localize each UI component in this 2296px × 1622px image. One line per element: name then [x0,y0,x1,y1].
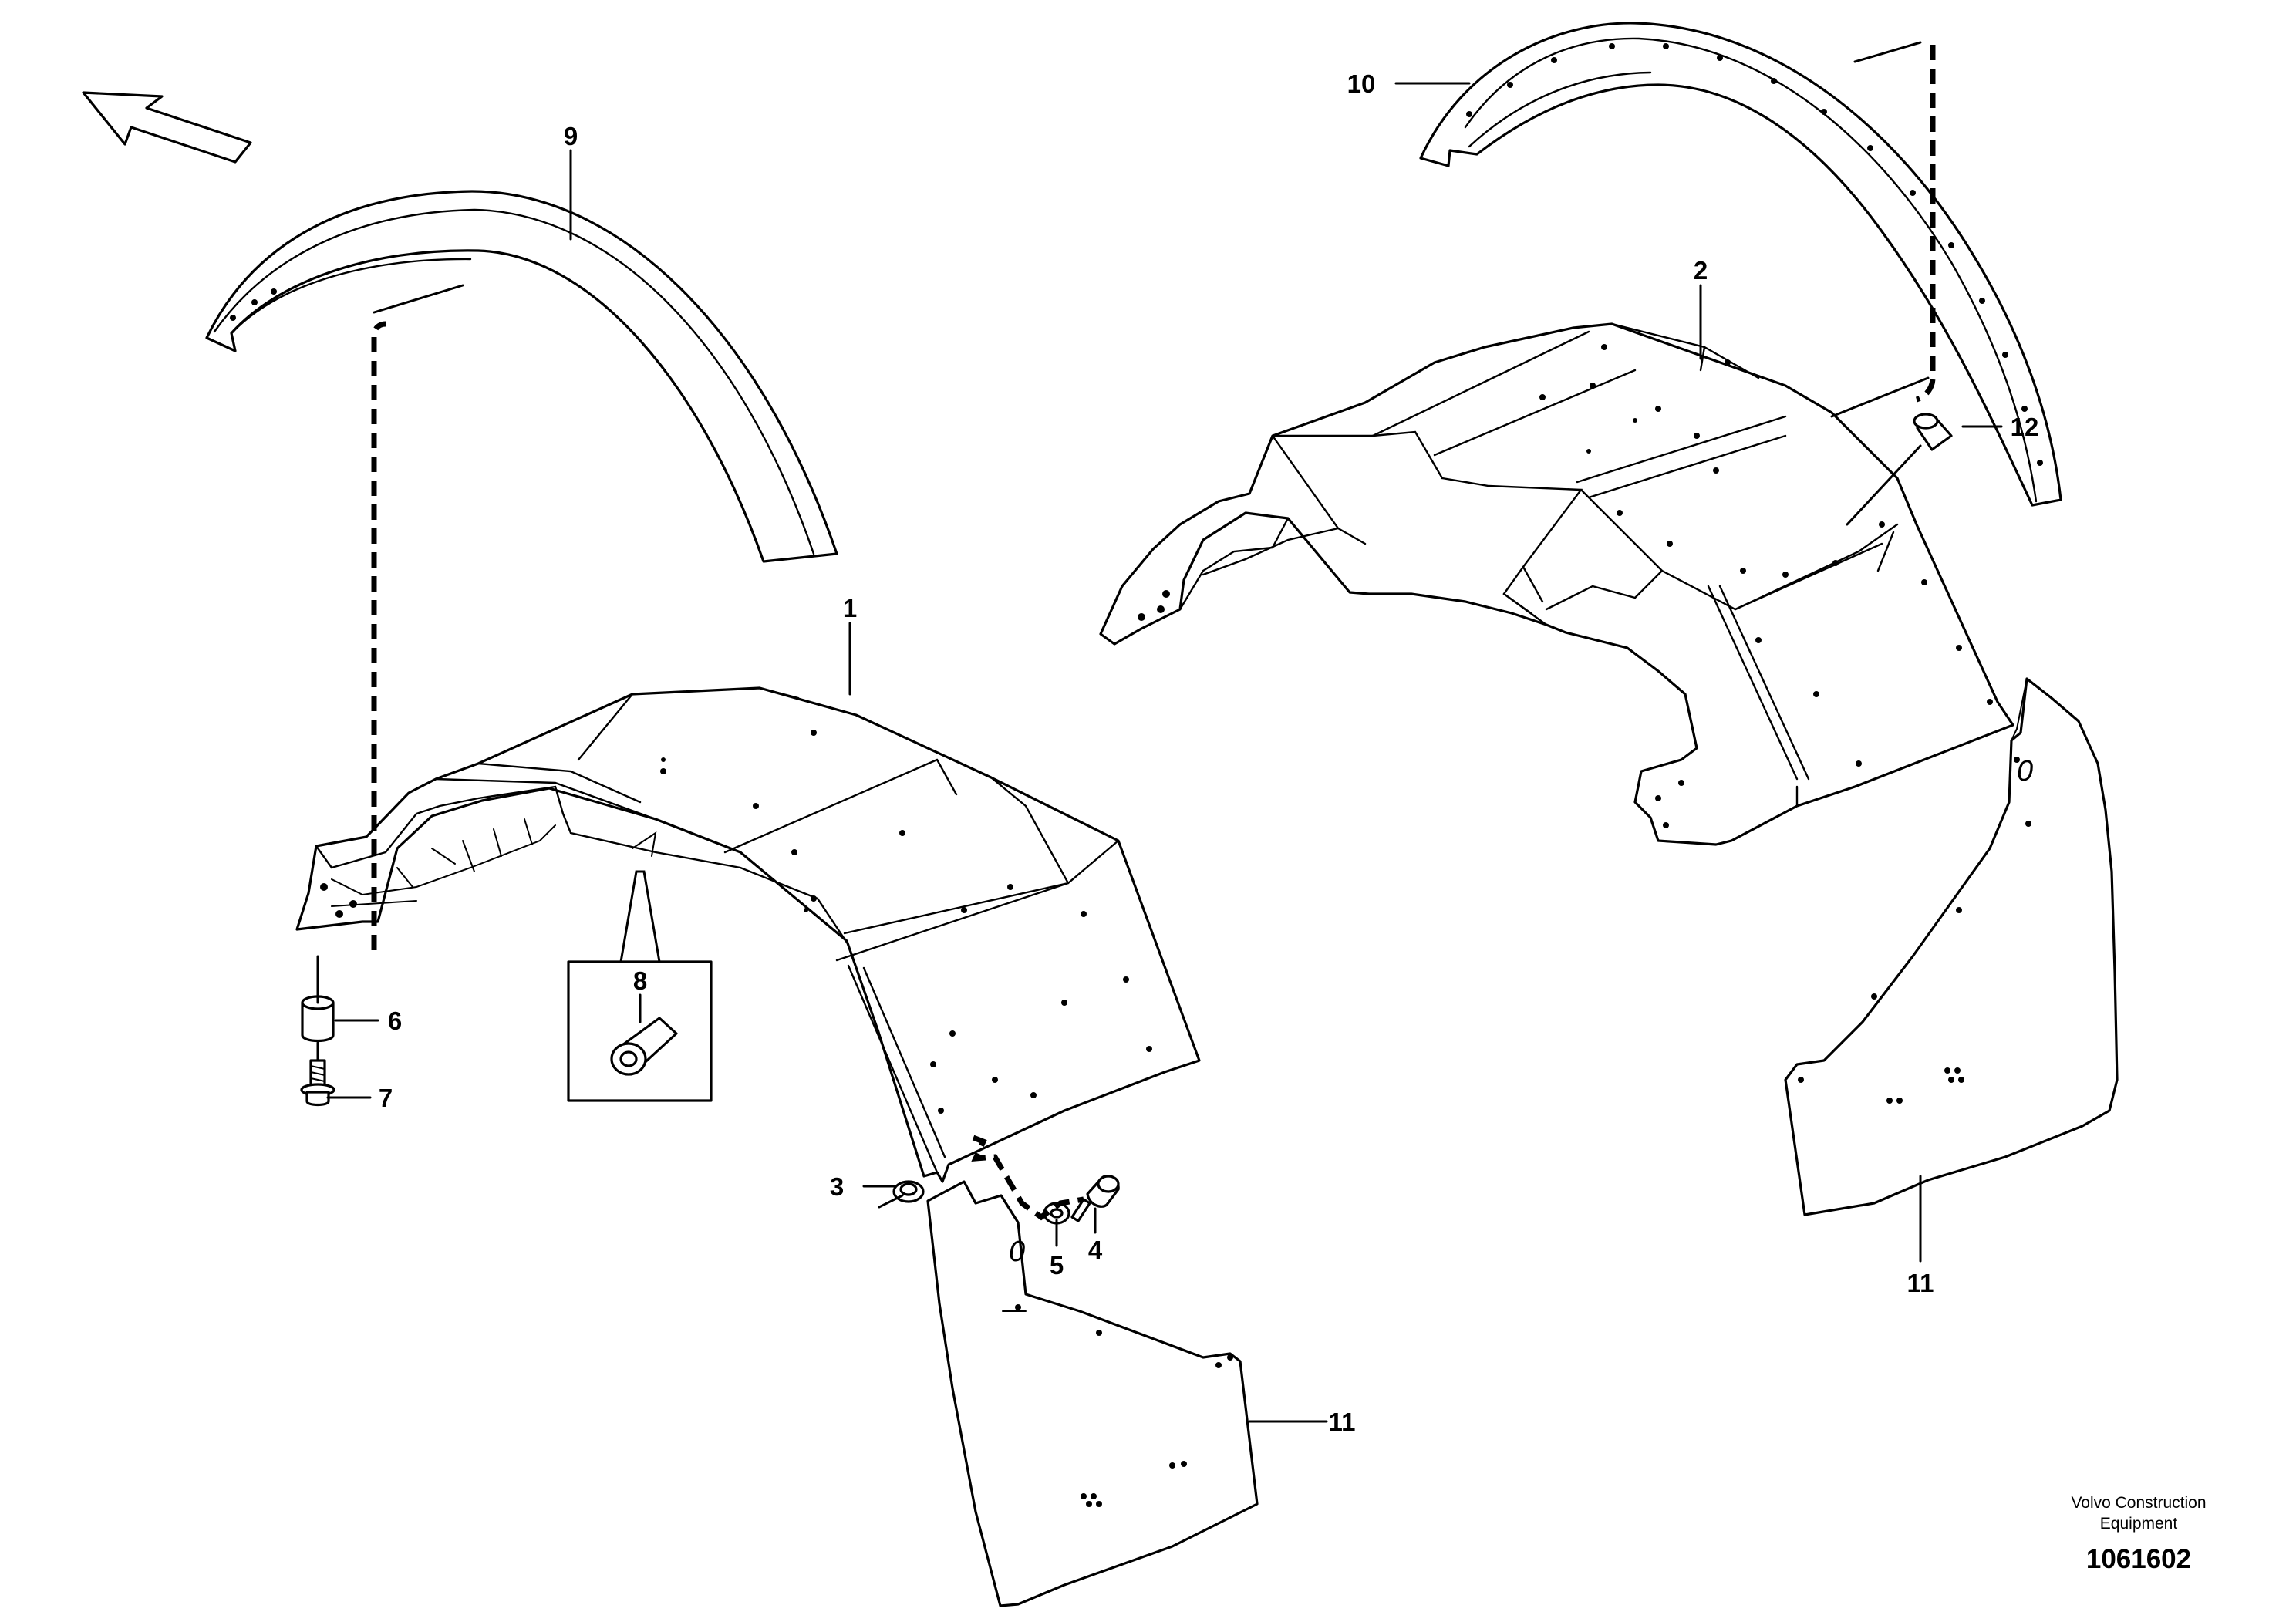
callout-6: 6 [388,1007,402,1035]
callout-1: 1 [843,594,857,622]
brand-line-1: Volvo Construction [2071,1494,2206,1512]
forward-arrow-icon [82,91,252,164]
callout-12: 12 [2011,413,2039,441]
brand-line-2: Equipment [2100,1515,2178,1533]
leader-lines [316,41,2003,1423]
part-2-rear-fender [1099,322,2014,846]
part-7-bolt [300,1059,335,1107]
part-6-spacer [301,995,335,1043]
callout-10: 10 [1347,69,1376,98]
callout-11-front: 11 [1329,1408,1356,1436]
flap-mark-rear: 0 [2017,755,2033,787]
callout-2: 2 [1694,256,1708,285]
callout-8: 8 [633,966,647,995]
callout-9: 9 [564,122,578,150]
part-12-rivet [1913,413,1953,451]
part-1-front-fender [295,686,1201,1183]
part-11-mud-flap-front: 0 [926,1180,1259,1607]
assembly-line-flare-10 [1915,45,1936,403]
callout-4: 4 [1088,1236,1103,1264]
part-9-fender-flare [205,190,838,563]
callout-7: 7 [379,1084,393,1112]
assembly-line-flare-9 [371,321,386,950]
callout-11-rear: 11 [1907,1269,1934,1297]
flap-mark-front: 0 [1009,1236,1025,1268]
drawing-number: 1061602 [2086,1544,2191,1574]
part-4-bolt [1070,1175,1120,1222]
assembly-line-bolt-4 [971,1135,1084,1221]
part-11-mud-flap-rear: 0 [1784,677,2119,1216]
callout-5: 5 [1050,1251,1064,1280]
part-8-detail-inset [567,960,713,1102]
callout-3: 3 [830,1172,844,1201]
